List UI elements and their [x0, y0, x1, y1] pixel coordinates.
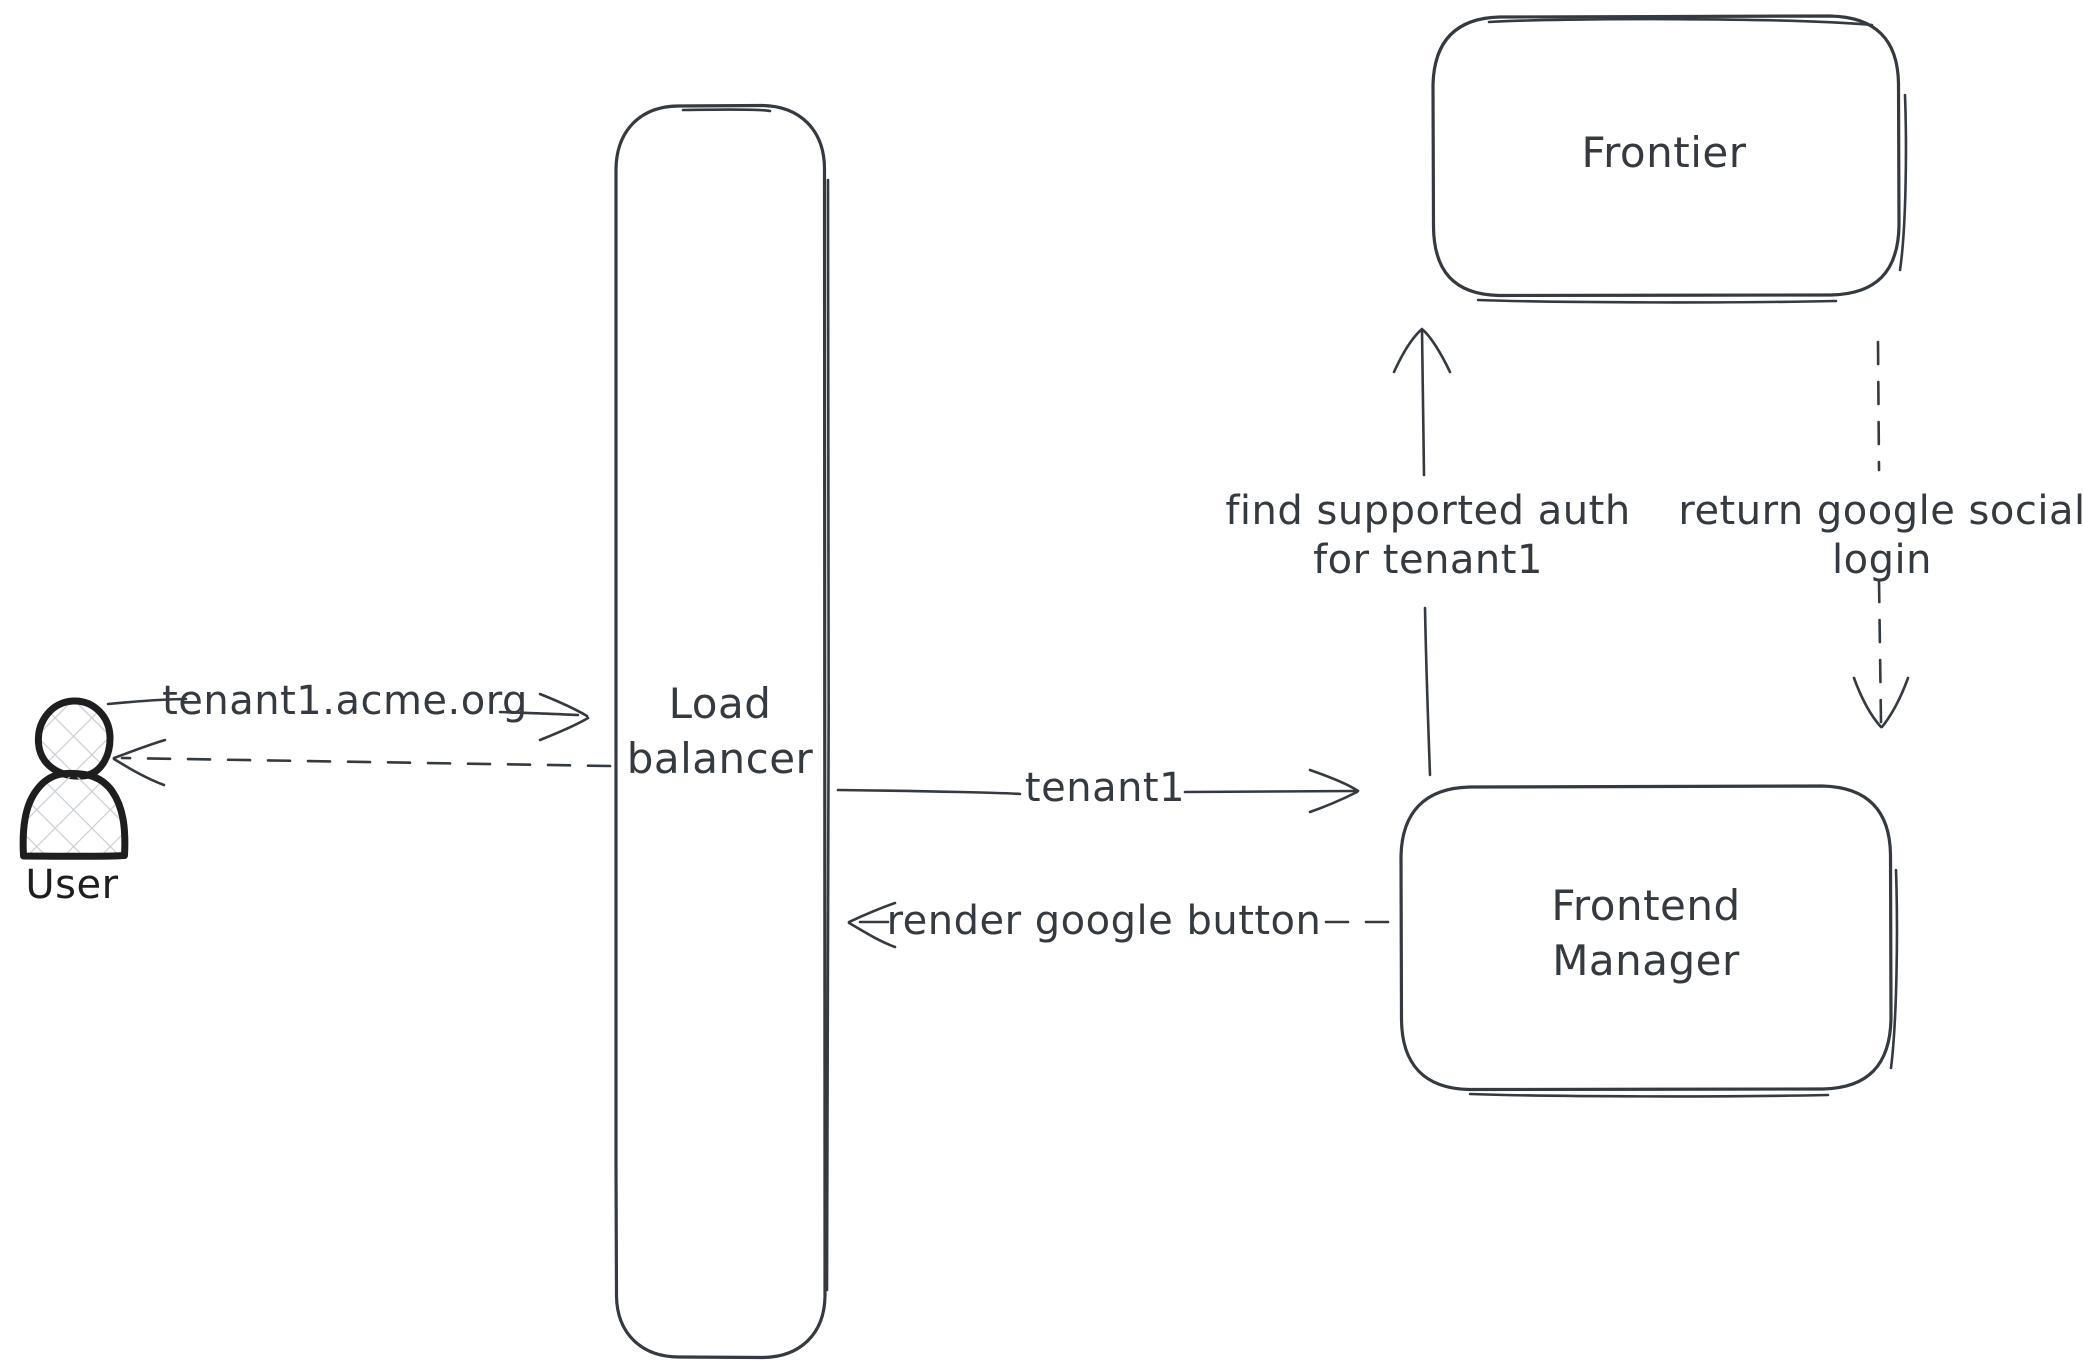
- node-frontend-manager[interactable]: Frontend Manager: [1399, 784, 1899, 1098]
- edge-frontend-manager-to-load-balancer[interactable]: render google button: [847, 898, 1390, 949]
- edge-frontend-manager-to-frontier-label-line1: find supported auth: [1225, 488, 1630, 534]
- node-load-balancer-label-line1: Load: [669, 679, 772, 728]
- edge-user-to-load-balancer[interactable]: tenant1.acme.org: [106, 678, 590, 742]
- node-frontend-manager-label-line1: Frontend: [1551, 881, 1740, 930]
- edge-frontier-to-frontend-manager-label-line1: return google social: [1678, 488, 2083, 534]
- edge-frontend-manager-to-frontier-label-line2: for tenant1: [1313, 537, 1543, 583]
- node-user[interactable]: User: [19, 697, 129, 908]
- edge-frontend-manager-to-frontier[interactable]: find supported auth for tenant1: [1225, 327, 1630, 777]
- node-frontier[interactable]: Frontier: [1431, 14, 1908, 304]
- node-load-balancer[interactable]: Load balancer: [614, 103, 830, 1360]
- user-icon: [19, 697, 129, 860]
- node-frontend-manager-label-line2: Manager: [1552, 936, 1740, 985]
- edge-load-balancer-to-user[interactable]: [112, 738, 612, 787]
- node-frontier-label: Frontier: [1581, 128, 1746, 177]
- node-load-balancer-label-line2: balancer: [627, 734, 814, 783]
- edge-user-to-load-balancer-label: tenant1.acme.org: [162, 678, 528, 724]
- edge-frontend-manager-to-load-balancer-label: render google button: [887, 898, 1322, 944]
- edge-load-balancer-to-frontend-manager[interactable]: tenant1: [836, 765, 1360, 814]
- node-user-label: User: [25, 862, 118, 908]
- edge-frontier-to-frontend-manager-label-line2: login: [1832, 537, 1932, 583]
- edge-load-balancer-to-frontend-manager-label: tenant1: [1025, 765, 1185, 811]
- edge-frontier-to-frontend-manager[interactable]: return google social login: [1678, 340, 2083, 729]
